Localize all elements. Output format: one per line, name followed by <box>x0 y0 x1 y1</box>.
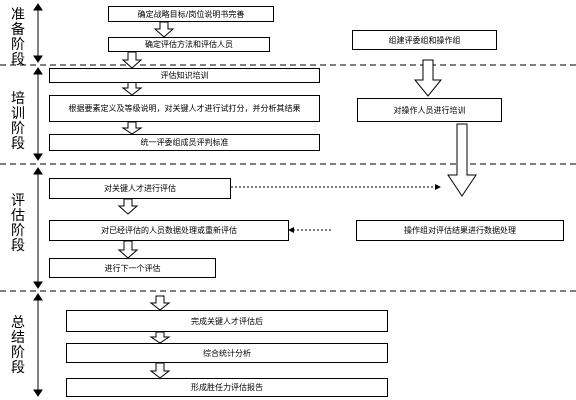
box-form-panel: 组建评委组和操作组 <box>352 30 497 50</box>
flow-arrow <box>149 295 171 311</box>
flow-arrow <box>153 21 175 38</box>
stage-range-bar-train <box>33 67 43 161</box>
flow-arrow <box>117 198 139 215</box>
stage-range-bar-prep <box>33 3 43 63</box>
stage-label-prep: 准备阶段 <box>11 7 25 68</box>
box-operator-training: 对操作人员进行培训 <box>357 98 502 122</box>
box-trial-scoring: 根据要素定义及等级说明，对关键人才进行试打分，并分析其结果 <box>49 95 320 122</box>
flow-arrow <box>149 331 171 344</box>
flow-arrow <box>121 51 143 69</box>
flow-arrow <box>121 81 143 96</box>
box-confirm-strategy: 确定战略目标/岗位说明书完善 <box>108 6 274 22</box>
flow-arrow <box>413 59 443 97</box>
flow-arrow <box>117 240 139 259</box>
stage-label-summary: 总结阶段 <box>11 315 25 376</box>
box-reprocess: 对已经评估的人员数据处理或重新评估 <box>49 220 289 241</box>
box-statistical-analysis: 综合统计分析 <box>66 343 388 363</box>
flow-arrow <box>447 123 477 197</box>
box-confirm-method: 确定评估方法和评估人员 <box>108 37 270 52</box>
stage-label-eval: 评估阶段 <box>11 193 25 254</box>
box-complete-evaluation: 完成关键人才评估后 <box>66 310 388 332</box>
stage-label-train: 培训阶段 <box>11 91 25 152</box>
box-competency-report: 形成胜任力评估报告 <box>66 378 388 397</box>
box-knowledge-training: 评估知识培训 <box>49 68 320 83</box>
box-unify-standard: 统一评委组成员评判标准 <box>49 134 320 151</box>
flow-arrow <box>121 121 143 135</box>
box-data-processing: 操作组对评估结果进行数据处理 <box>356 220 564 241</box>
box-next-evaluation: 进行下一个评估 <box>49 258 216 278</box>
flow-arrow <box>149 362 171 379</box>
stage-range-bar-summary <box>33 293 43 397</box>
box-evaluate-talent: 对关键人才进行评估 <box>49 178 231 199</box>
stage-range-bar-eval <box>33 167 43 289</box>
